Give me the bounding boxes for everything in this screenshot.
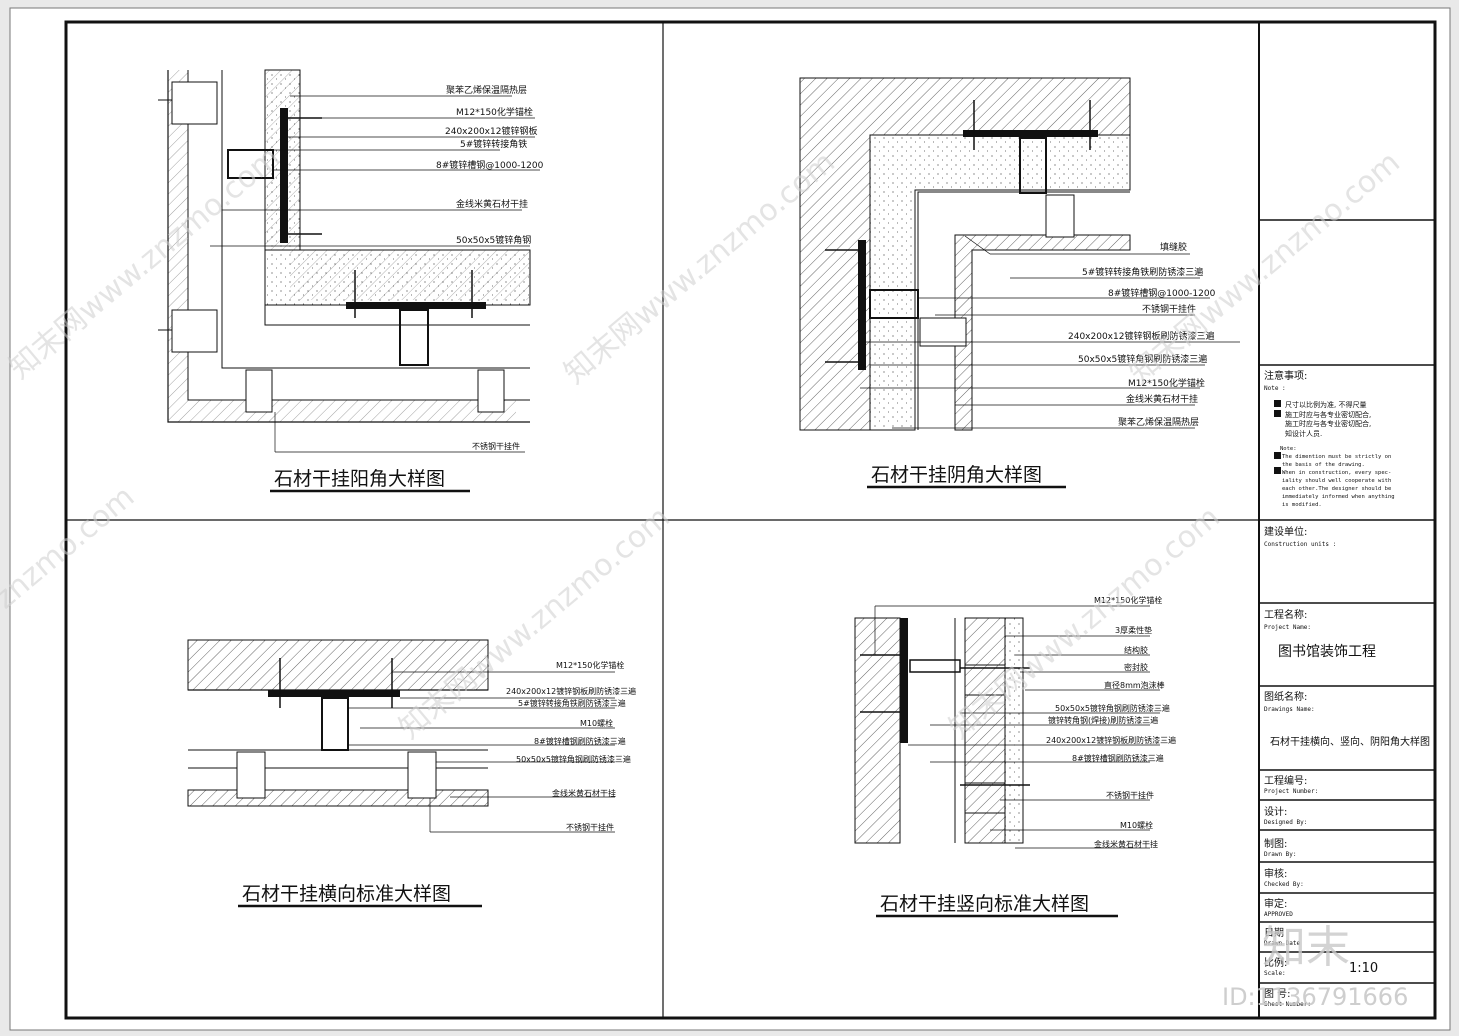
d4-label-7: 240x200x12镀锌钢板刷防锈漆三遍 xyxy=(1046,735,1176,745)
scale-label-en: Scale: xyxy=(1264,970,1286,977)
date-label-en: Drawn Date xyxy=(1264,940,1301,947)
d3-label-4: 8#镀锌槽钢刷防锈漆三遍 xyxy=(534,736,626,746)
d1-label-4: 8#镀锌槽钢@1000-1200 xyxy=(436,159,544,171)
note-en-3: When in construction, every spec- xyxy=(1282,470,1391,476)
approved-label: 审定: xyxy=(1264,897,1287,910)
d1-label-3: 5#镀锌转接角铁 xyxy=(460,138,527,150)
d4-label-3: 密封胶 xyxy=(1124,662,1148,672)
d1-label-7: 不锈钢干挂件 xyxy=(472,441,520,451)
drawing-name: 石材干挂横向、竖向、阴阳角大样图 xyxy=(1270,735,1430,748)
d4-label-8: 8#镀锌槽钢刷防锈漆三遍 xyxy=(1072,753,1164,763)
construction-label-en: Construction units : xyxy=(1264,541,1336,548)
notes-title: 注意事项: xyxy=(1264,369,1307,382)
d4-title: 石材干挂竖向标准大样图 xyxy=(880,893,1089,915)
d2-label-6: M12*150化学锚栓 xyxy=(1128,377,1205,389)
construction-label: 建设单位: xyxy=(1264,525,1307,538)
drawn-label-en: Drawn By: xyxy=(1264,851,1297,858)
d2-label-2: 8#镀锌槽钢@1000-1200 xyxy=(1108,287,1216,299)
d3-label-2: 5#镀锌转接角铁刷防锈漆三遍 xyxy=(518,698,626,708)
checked-label: 审核: xyxy=(1264,867,1287,880)
drawing-label: 图纸名称: xyxy=(1264,690,1307,703)
scale-value: 1:10 xyxy=(1349,961,1378,976)
d4-label-4: 直径8mm泡沫棒 xyxy=(1104,680,1165,690)
date-label: 日期 xyxy=(1264,927,1284,939)
project-label-en: Project Name: xyxy=(1264,624,1311,631)
d4-label-6: 镀锌转角钢(焊接)刷防锈漆三遍 xyxy=(1048,715,1158,725)
d4-label-0: M12*150化学锚栓 xyxy=(1094,595,1162,605)
number-label: 工程编号: xyxy=(1264,774,1307,787)
d3-label-1: 240x200x12镀锌钢板刷防锈漆三遍 xyxy=(506,686,636,696)
note-cn-1: 施工时应与各专业密切配合, xyxy=(1285,410,1371,419)
sheet-label-en: Sheet Number: xyxy=(1264,1001,1311,1008)
note-cn-3: 知设计人员. xyxy=(1285,429,1322,438)
d3-label-3: M10螺栓 xyxy=(580,718,613,728)
detail-inner-corner: 填缝胶 5#镀锌转接角铁刷防锈漆三遍 8#镀锌槽钢@1000-1200 不锈钢干… xyxy=(799,77,1240,489)
note-en-7: is modified. xyxy=(1282,502,1322,508)
d4-label-10: M10螺栓 xyxy=(1120,820,1153,830)
d2-label-0: 填缝胶 xyxy=(1160,241,1187,253)
sheet-label: 图 号: xyxy=(1264,988,1291,1000)
d1-title: 石材干挂阳角大样图 xyxy=(274,468,445,490)
d2-label-5: 50x50x5镀锌角钢刷防锈漆三遍 xyxy=(1078,353,1207,365)
brand-watermark: 知末 xyxy=(1262,922,1350,973)
detail-outer-corner: 聚苯乙烯保温隔热层 M12*150化学锚栓 240x200x12镀锌钢板 5#镀… xyxy=(158,69,544,493)
d3-label-7: 不锈钢干挂件 xyxy=(566,822,614,832)
note-en-4: iality should well cooperate with xyxy=(1282,478,1391,484)
d3-label-6: 金线米黄石材干挂 xyxy=(552,788,616,798)
note-en-2: the basis of the drawing. xyxy=(1282,462,1365,468)
d2-label-7: 金线米黄石材干挂 xyxy=(1126,393,1198,405)
detail-horizontal-standard: M12*150化学锚栓 240x200x12镀锌钢板刷防锈漆三遍 5#镀锌转接角… xyxy=(187,639,636,908)
d2-label-3: 不锈钢干挂件 xyxy=(1142,303,1196,315)
d1-label-1: M12*150化学锚栓 xyxy=(456,106,533,118)
note-en-1: The dimention must be strictly on xyxy=(1282,454,1391,460)
note-en-0: Note: xyxy=(1280,446,1297,452)
checked-label-en: Checked By: xyxy=(1264,881,1304,888)
project-label: 工程名称: xyxy=(1264,608,1307,621)
d2-title: 石材干挂阴角大样图 xyxy=(871,464,1042,486)
designed-label-en: Designed By: xyxy=(1264,819,1307,826)
d4-label-9: 不锈钢干挂件 xyxy=(1106,790,1154,800)
d1-label-2: 240x200x12镀锌钢板 xyxy=(445,125,537,137)
title-block: 注意事项: Note : 尺寸以比例为准, 不得尺量 施工时应与各专业密切配合,… xyxy=(1259,219,1435,1008)
note-en-6: immediately informed when anything xyxy=(1282,494,1395,500)
d1-label-5: 金线米黄石材干挂 xyxy=(456,198,528,210)
d2-label-4: 240x200x12镀锌钢板刷防锈漆三遍 xyxy=(1068,330,1214,342)
d1-label-6: 50x50x5镀锌角钢 xyxy=(456,234,531,246)
d4-label-5: 50x50x5镀锌角钢刷防锈漆三遍 xyxy=(1055,703,1170,713)
note-en-5: each other.The designer should be xyxy=(1282,486,1391,492)
number-label-en: Project Number: xyxy=(1264,788,1318,795)
d3-label-5: 50x50x5镀锌角钢刷防锈漆三遍 xyxy=(516,754,631,764)
d2-label-8: 聚苯乙烯保温隔热层 xyxy=(1118,416,1199,428)
d1-label-0: 聚苯乙烯保温隔热层 xyxy=(446,84,527,96)
d4-label-1: 3厚柔性垫 xyxy=(1115,625,1152,635)
d4-label-11: 金线米黄石材干挂 xyxy=(1094,839,1158,849)
d2-label-1: 5#镀锌转接角铁刷防锈漆三遍 xyxy=(1082,266,1203,278)
detail-vertical-standard: M12*150化学锚栓 3厚柔性垫 结构胶 密封胶 直径8mm泡沫棒 50x50… xyxy=(854,595,1176,918)
drawn-label: 制图: xyxy=(1264,837,1287,850)
notes-title-en: Note : xyxy=(1264,385,1286,392)
drawing-label-en: Drawings Name: xyxy=(1264,706,1315,713)
note-cn-0: 尺寸以比例为准, 不得尺量 xyxy=(1285,400,1366,409)
designed-label: 设计: xyxy=(1264,805,1287,818)
id-watermark: ID:1136791666 xyxy=(1222,983,1408,1011)
approved-label-en: APPROVED xyxy=(1264,911,1293,918)
note-cn-2: 施工时应与各专业密切配合, xyxy=(1285,419,1371,428)
d4-label-2: 结构胶 xyxy=(1124,645,1148,655)
d3-label-0: M12*150化学锚栓 xyxy=(556,660,624,670)
d3-title: 石材干挂横向标准大样图 xyxy=(242,883,451,905)
scale-label: 比例: xyxy=(1264,956,1287,969)
project-name: 图书馆装饰工程 xyxy=(1278,644,1376,660)
